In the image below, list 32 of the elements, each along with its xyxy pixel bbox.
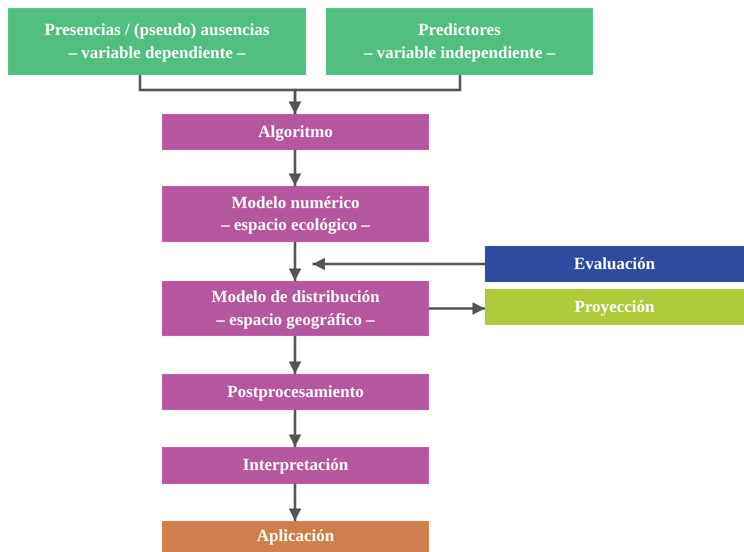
node-label: – variable dependiente – — [68, 42, 246, 64]
process-box — [8, 8, 306, 75]
node-label: Postprocesamiento — [227, 380, 364, 403]
node-label: – espacio geográfico – — [216, 308, 375, 331]
node-label: Modelo numérico — [232, 192, 360, 214]
arrow — [288, 242, 302, 281]
node-label: – espacio ecológico – — [221, 214, 370, 236]
process-box — [162, 374, 429, 410]
arrow — [429, 302, 485, 315]
process-box — [162, 281, 429, 336]
arrow — [288, 484, 302, 521]
arrow — [312, 258, 485, 270]
node-label: Modelo de distribución — [211, 286, 380, 308]
node-label: Interpretación — [242, 454, 348, 476]
process-box — [162, 521, 429, 552]
node-label: Proyección — [574, 296, 654, 318]
arrow — [288, 336, 302, 374]
arrow — [288, 410, 302, 447]
node-label: Algoritmo — [258, 120, 333, 143]
process-box — [162, 186, 429, 242]
process-box — [162, 447, 429, 484]
process-box — [485, 246, 744, 282]
process-box — [162, 114, 429, 150]
node-label: – variable independiente – — [364, 42, 556, 64]
process-box — [485, 289, 744, 325]
arrow — [288, 150, 302, 186]
node-label: Presencias / (pseudo) ausencias — [44, 19, 270, 42]
arrow — [288, 75, 462, 114]
process-box — [326, 8, 593, 75]
node-label: Aplicación — [256, 525, 334, 548]
node-label: Predictores — [418, 19, 501, 42]
node-label: Evaluación — [574, 252, 656, 275]
